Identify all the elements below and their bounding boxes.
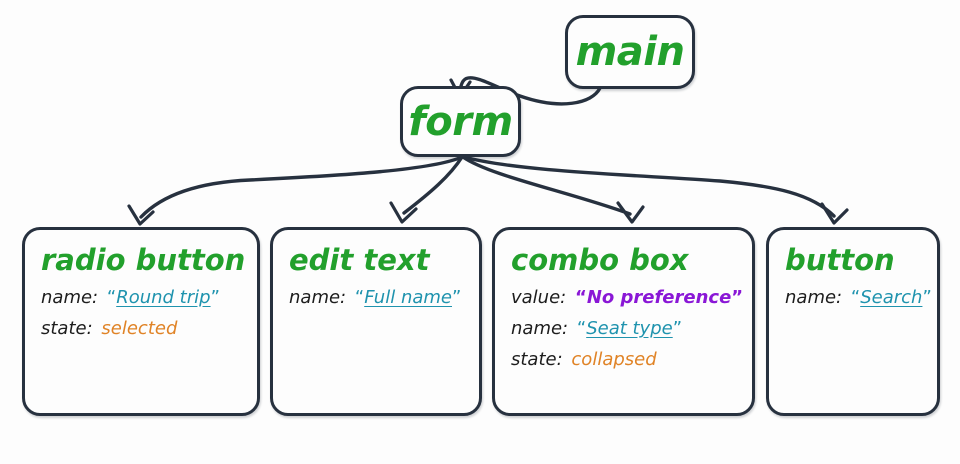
attr-row-name: name: “Round trip” — [41, 282, 243, 313]
edge-form-to-radio-button — [139, 155, 464, 219]
attr-value-name-text: Search — [860, 287, 923, 308]
attr-key-name: name: — [785, 287, 843, 308]
attr-value-state: collapsed — [571, 349, 657, 370]
quote-open: “ — [850, 287, 861, 308]
node-form-title: form — [408, 98, 513, 145]
attr-row-name: name: “Full name” — [289, 282, 465, 313]
edge-form-to-button-arrowhead — [820, 202, 849, 225]
edge-form-to-edit-text — [402, 155, 464, 215]
edge-form-to-radio-button-arrowhead — [127, 204, 155, 226]
quote-open: “ — [574, 287, 587, 308]
attr-value-value-text: No preference — [586, 287, 732, 308]
node-main-title: main — [575, 29, 685, 75]
attr-row-name: name: “Search” — [785, 282, 932, 313]
node-button-title: button — [785, 243, 895, 277]
quote-open: “ — [354, 287, 365, 308]
attr-row-state: state: collapsed — [511, 344, 738, 375]
quote-open: “ — [106, 287, 117, 308]
attr-key-state: state: — [41, 318, 93, 339]
attr-value-name: “Full name” — [355, 287, 461, 308]
attr-value-name-text: Full name — [364, 287, 452, 308]
quote-close: ” — [452, 287, 462, 308]
quote-close: ” — [672, 318, 683, 339]
attr-key-value: value: — [511, 287, 567, 308]
node-radio-button[interactable]: radio button name: “Round trip” state: s… — [22, 227, 260, 416]
edge-form-to-button — [462, 155, 836, 218]
attr-value-name-text: Seat type — [586, 318, 673, 339]
attr-value-name: “Round trip” — [107, 287, 220, 308]
attr-row-name: name: “Seat type” — [511, 313, 738, 344]
node-combo-box-title: combo box — [511, 243, 689, 277]
attr-key-name: name: — [289, 287, 347, 308]
attr-value-name-text: Round trip — [116, 287, 211, 308]
quote-close: ” — [922, 287, 932, 308]
node-form[interactable]: form — [400, 86, 521, 157]
node-combo-box[interactable]: combo box value: “No preference” name: “… — [492, 227, 755, 416]
attr-value-state: selected — [101, 318, 178, 339]
edge-form-to-edit-text-arrowhead — [389, 201, 418, 224]
attr-key-state: state: — [511, 349, 563, 370]
edge-form-to-combo-box — [461, 155, 632, 216]
node-edit-text[interactable]: edit text name: “Full name” — [270, 227, 482, 416]
quote-open: “ — [576, 318, 587, 339]
attr-row-state: state: selected — [41, 313, 243, 344]
attr-key-name: name: — [41, 287, 99, 308]
attr-value-value: “No preference” — [575, 287, 743, 308]
node-radio-button-title: radio button — [41, 243, 246, 277]
node-button[interactable]: button name: “Search” — [766, 227, 940, 416]
quote-close: ” — [210, 287, 220, 308]
attr-value-name: “Seat type” — [577, 318, 682, 339]
node-main[interactable]: main — [565, 15, 695, 89]
attr-value-name: “Search” — [851, 287, 932, 308]
quote-close: ” — [731, 287, 744, 308]
node-edit-text-title: edit text — [289, 243, 430, 277]
attr-row-value: value: “No preference” — [511, 282, 743, 313]
edge-form-to-combo-box-arrowhead — [616, 201, 645, 224]
attr-key-name: name: — [511, 318, 569, 339]
